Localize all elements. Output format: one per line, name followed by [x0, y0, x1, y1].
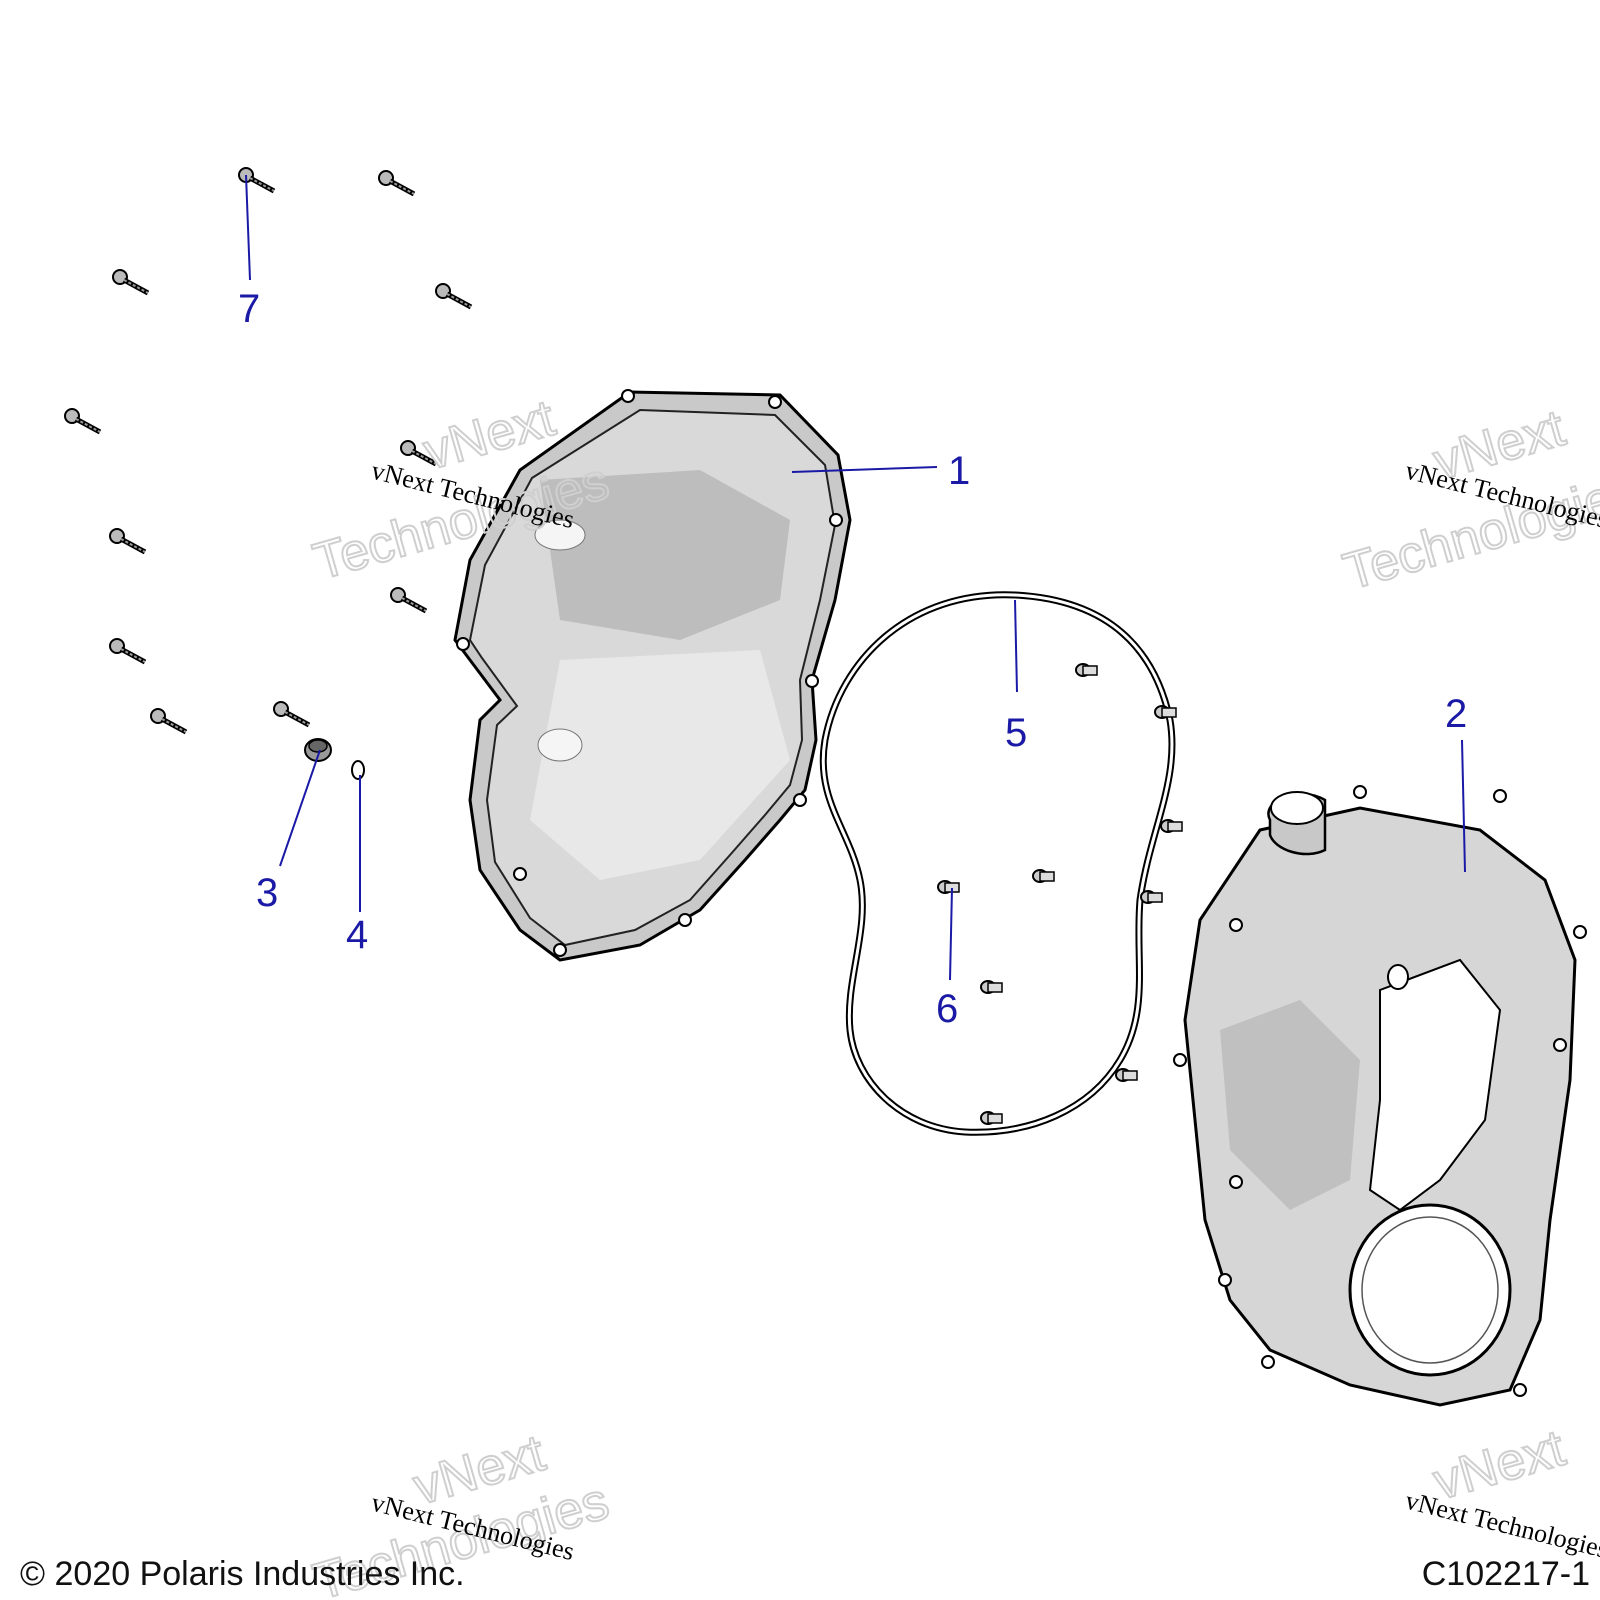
small-o-ring	[351, 760, 365, 780]
inner-clutch-cover	[1173, 785, 1587, 1407]
screw	[110, 639, 145, 662]
watermark-top-right: vNext Technologies vNext Technologies	[1336, 398, 1600, 603]
figure-id: C102217-1	[1421, 1555, 1590, 1593]
screw	[274, 702, 309, 725]
screw	[65, 409, 100, 432]
dowel-pin	[1075, 663, 1098, 677]
outer-clutch-cover	[453, 389, 852, 962]
dowel-pin	[1154, 705, 1177, 719]
dowel-pin	[1115, 1068, 1138, 1082]
watermark-line: vNext Technologies	[1403, 1486, 1600, 1564]
callout-3: 3	[256, 871, 278, 915]
callout-5: 5	[1005, 711, 1027, 755]
dowel-pin	[980, 1111, 1003, 1125]
leader-6	[949, 887, 953, 981]
plug-part	[304, 738, 332, 762]
callout-4: 4	[346, 913, 368, 957]
screw	[239, 168, 274, 191]
copyright-notice: © 2020 Polaris Industries Inc.	[20, 1555, 465, 1593]
callout-7: 7	[238, 287, 260, 331]
leader-3	[279, 749, 321, 867]
screw	[113, 270, 148, 293]
callout-1: 1	[948, 449, 970, 493]
screw	[110, 529, 145, 552]
gasket-highlight	[821, 593, 1174, 1134]
dowel-pin	[937, 880, 960, 894]
screw	[436, 284, 471, 307]
screw	[151, 709, 186, 732]
screw-group	[65, 168, 471, 732]
dowel-pin	[1140, 890, 1163, 904]
dowel-pin	[1160, 819, 1183, 833]
cover-gasket	[819, 591, 1176, 1136]
watermark-bottom-right: vNext vNext Technologies	[1403, 1418, 1600, 1564]
dowel-pin	[1032, 869, 1055, 883]
leader-1	[791, 466, 938, 473]
screw	[391, 588, 426, 611]
dowel-group	[937, 663, 1183, 1125]
callout-2: 2	[1445, 692, 1467, 736]
leader-7	[245, 174, 251, 281]
callout-6: 6	[936, 987, 958, 1031]
leader-5	[1014, 599, 1018, 693]
screw	[379, 171, 414, 194]
dowel-pin	[980, 980, 1003, 994]
leader-2	[1461, 739, 1466, 873]
leader-lines	[245, 174, 1466, 981]
